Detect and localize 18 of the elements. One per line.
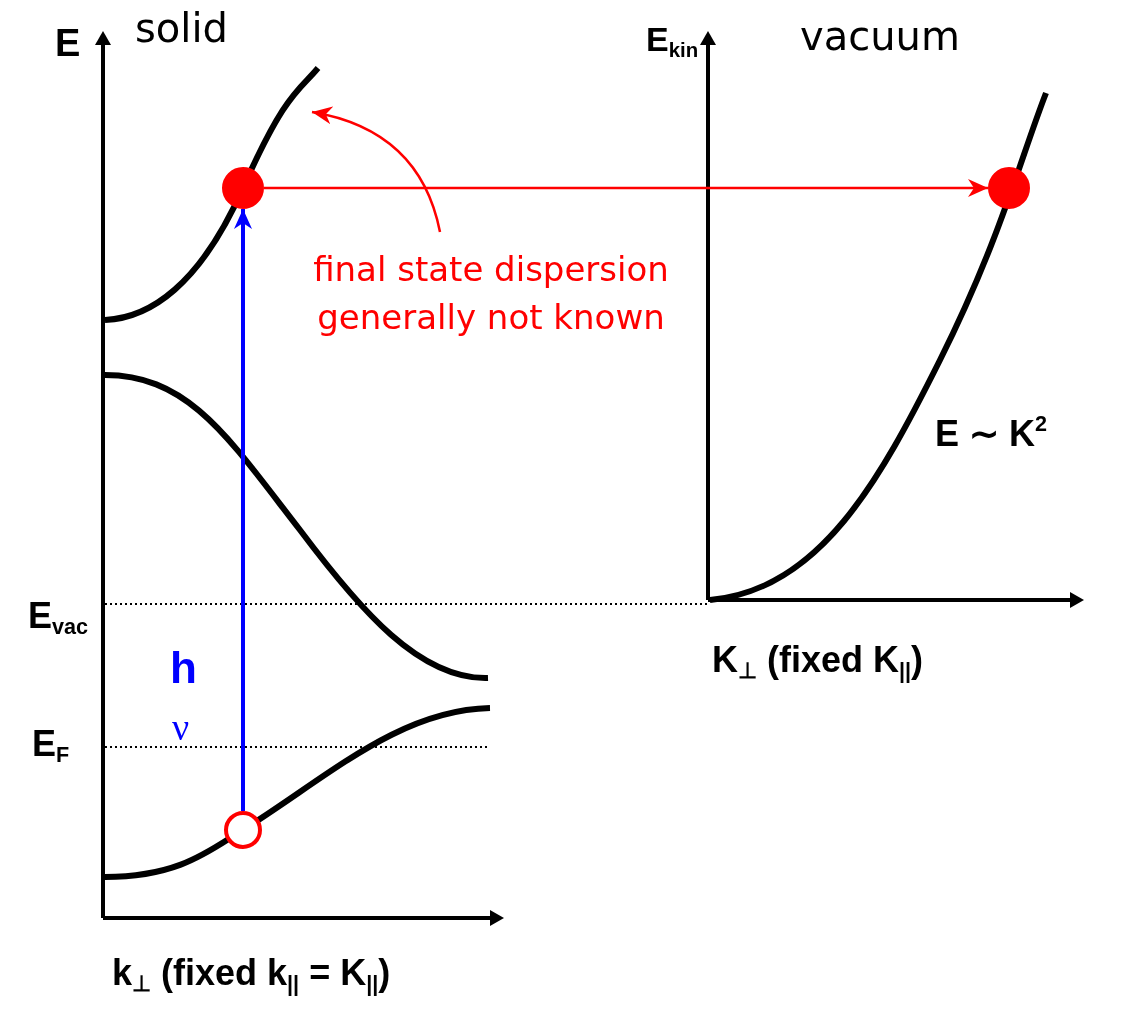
- axis-label: E: [55, 24, 81, 62]
- region-label: solid: [135, 8, 228, 48]
- transition-arrow: [234, 209, 252, 811]
- leader-arrow: [311, 107, 442, 233]
- transition-arrow: [264, 179, 988, 197]
- energy-level-label: E$_{F}$: [32, 726, 70, 767]
- region-label: vacuum: [800, 16, 960, 56]
- axis-label: K$_{⊥}$ (fixed K$_{||}$): [712, 642, 924, 683]
- axis-label: E$_{kin}$: [646, 22, 699, 61]
- photon-label: ν: [172, 708, 190, 746]
- hole-circle: [224, 811, 262, 849]
- energy-level-label: E$_{vac}$: [28, 598, 89, 639]
- photon-label: h: [170, 646, 197, 690]
- dispersion-formula: E ∼ K$^{2}$: [935, 413, 1048, 453]
- filled-state-dot: [222, 167, 264, 209]
- filled-state-dot: [988, 167, 1030, 209]
- axis-label: k$_{⊥}$ (fixed k$_{||}$ = K$_{||}$): [112, 955, 391, 996]
- annotation-text: final state dispersion generally not known: [312, 248, 670, 339]
